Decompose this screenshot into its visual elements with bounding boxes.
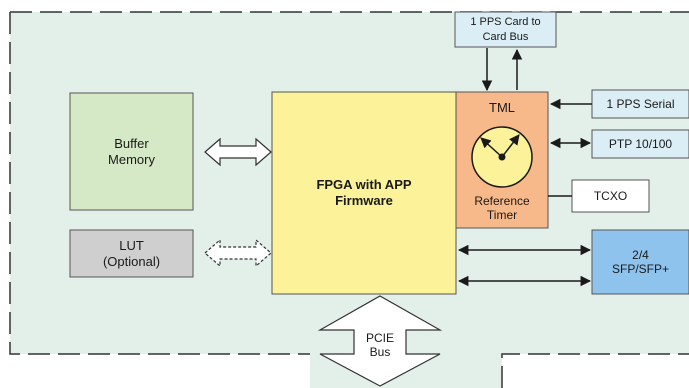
reference-timer-line1: Reference [474, 193, 530, 208]
sfp-label: 2/4 SFP/SFP+ [592, 230, 689, 294]
clock-center [498, 153, 506, 161]
pcie-line2: Bus [369, 345, 391, 359]
pcie-bus-arrow [317, 295, 443, 387]
tml-title: TML [489, 100, 515, 116]
lut-line1: LUT [119, 237, 144, 253]
pps-card-label: 1 PPS Card to Card Bus [455, 12, 556, 47]
buffer-memory-line2: Memory [108, 151, 155, 167]
ptp-label: PTP 10/100 [608, 136, 673, 151]
pcie-bus-label: PCIE Bus [350, 328, 410, 362]
board-outline-left [9, 12, 310, 355]
buffer-memory-box [69, 92, 194, 211]
sfp-line1: 2/4 [632, 247, 649, 262]
buffer-memory-line1: Buffer [114, 135, 149, 151]
pps-serial-box [591, 89, 689, 119]
fpga-box [271, 91, 457, 295]
pps-card-line2: Card Bus [482, 30, 529, 43]
pps-card-box [454, 11, 557, 48]
reference-timer-label: Reference Timer [456, 190, 548, 226]
sfp-line2: SFP/SFP+ [611, 262, 670, 276]
sfp-box [591, 229, 689, 295]
pps-serial-label: 1 PPS Serial [606, 96, 675, 111]
lut-box [69, 229, 194, 278]
buffer-memory-label: Buffer Memory [70, 93, 193, 210]
ptp-box [591, 129, 689, 159]
buffer-fpga-arrow [204, 137, 272, 167]
clock-hand-left [480, 137, 503, 158]
pcie-line1: PCIE [365, 330, 394, 345]
fpga-line1: FPGA with APP [316, 177, 412, 193]
fpga-line2: Firmware [335, 193, 393, 208]
pps-card-line1: 1 PPS Card to [470, 16, 541, 29]
reference-timer-line2: Timer [486, 208, 518, 222]
lut-label: LUT (Optional) [70, 230, 193, 277]
clock-hand-right [501, 134, 520, 158]
lut-line2: (Optional) [102, 253, 161, 269]
tcxo-label: TCXO [593, 188, 628, 203]
board-outline-bottom-right [501, 353, 689, 388]
fpga-label: FPGA with APP Firmware [272, 92, 456, 294]
lut-fpga-arrow [204, 238, 272, 268]
